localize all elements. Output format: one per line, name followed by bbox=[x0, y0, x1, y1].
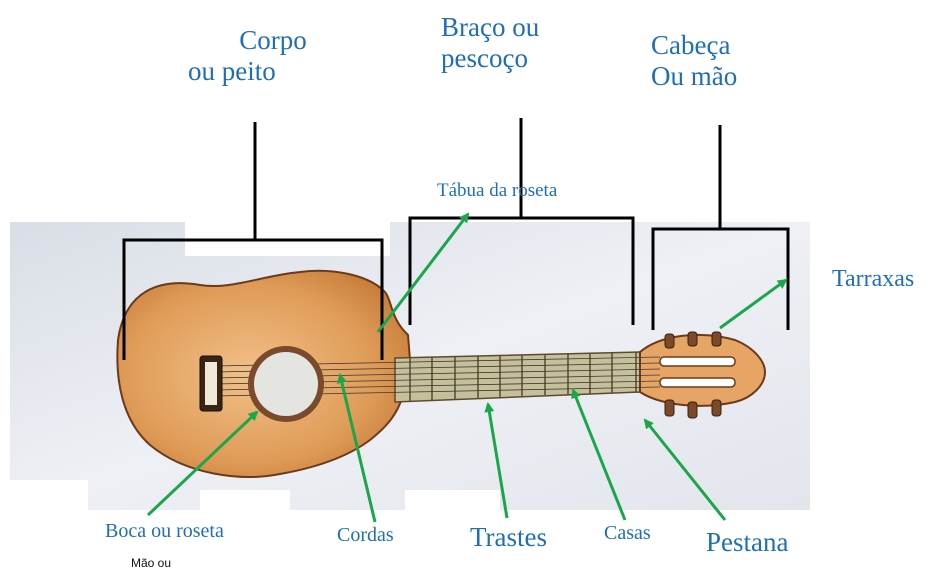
label-braco-line1: Braço ou bbox=[441, 12, 540, 42]
brackets bbox=[122, 118, 790, 360]
sound-hole bbox=[248, 346, 324, 422]
label-cabeca: Cabeça Ou mão bbox=[651, 30, 737, 92]
label-corpo: Corpo ou peito bbox=[188, 25, 328, 87]
pointer-arrows bbox=[146, 212, 788, 523]
label-mao-ou: Mão ou bbox=[131, 556, 172, 570]
guitar-headstock bbox=[639, 333, 767, 407]
label-corpo-line2: ou peito bbox=[188, 56, 276, 87]
label-tarraxas: Tarraxas bbox=[832, 266, 915, 292]
tuning-pegs bbox=[664, 331, 722, 419]
label-tabua-da-roseta: Tábua da roseta bbox=[437, 180, 558, 201]
label-cordas: Cordas bbox=[337, 524, 394, 546]
headstock-slots bbox=[659, 356, 736, 388]
guitar-bridge bbox=[199, 355, 223, 412]
label-pestana: Pestana bbox=[706, 527, 789, 557]
label-braco: Braço ou pescoço bbox=[441, 12, 539, 74]
label-casas: Casas bbox=[604, 522, 651, 544]
label-cabeca-line1: Cabeça bbox=[651, 30, 731, 60]
label-boca-ou-roseta: Boca ou roseta bbox=[105, 520, 224, 542]
label-trastes: Trastes bbox=[470, 522, 548, 552]
label-corpo-line1: Corpo bbox=[239, 25, 307, 55]
label-braco-line2: pescoço bbox=[441, 43, 528, 74]
label-cabeca-line2: Ou mão bbox=[651, 61, 738, 92]
